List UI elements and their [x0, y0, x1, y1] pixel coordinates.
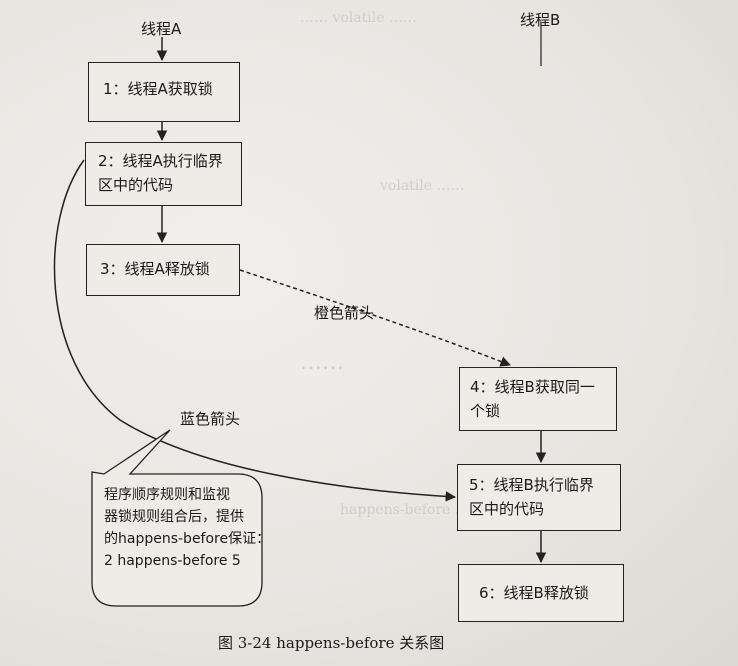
step-5-box: 5：线程B执行临界 区中的代码 [457, 464, 621, 531]
blue-arrow-label: 蓝色箭头 [180, 410, 241, 428]
step-1-box: 1：线程A获取锁 [88, 62, 240, 122]
orange-arrow-label: 橙色箭头 [314, 304, 375, 322]
callout-line1: 程序顺序规则和监视 [104, 487, 230, 503]
bleed-through-text: volatile …… [380, 178, 465, 194]
step-4-line1: 4：线程B获取同一 [470, 378, 595, 396]
blue-arrow-2-to-5 [53, 159, 457, 502]
step-3-text: 3：线程A释放锁 [100, 260, 210, 278]
step-5-line1: 5：线程B执行临界 [469, 476, 594, 494]
thread-a-label: 线程A [141, 20, 182, 38]
callout-text: 程序顺序规则和监视 器锁规则组合后，提供 的happens-before保证： … [104, 484, 270, 572]
bleed-through-text: …… volatile …… [300, 10, 417, 26]
step-6-text: 6：线程B释放锁 [479, 584, 589, 602]
step-5-line2: 区中的代码 [469, 500, 545, 518]
step-3-box: 3：线程A释放锁 [86, 244, 240, 296]
step-4-line2: 个锁 [470, 402, 501, 420]
step-2-box: 2：线程A执行临界 区中的代码 [85, 142, 242, 206]
callout-line4: 2 happens-before 5 [104, 553, 241, 569]
callout-bubble [91, 429, 263, 607]
bleed-through-text: …… [300, 350, 344, 375]
thread-b-label: 线程B [520, 11, 561, 29]
orange-arrow-3-to-4 [239, 269, 511, 367]
step-4-box: 4：线程B获取同一 个锁 [459, 367, 617, 431]
step-6-box: 6：线程B释放锁 [458, 564, 624, 622]
step-1-text: 1：线程A获取锁 [103, 80, 213, 98]
figure-caption: 图 3-24 happens-before 关系图 [218, 634, 445, 652]
callout-line2: 器锁规则组合后，提供 [104, 509, 244, 525]
step-2-line1: 2：线程A执行临界 [98, 152, 223, 170]
step-2-line2: 区中的代码 [98, 176, 174, 194]
bleed-through-text: happens-before …… [340, 502, 483, 518]
callout-line3: 的happens-before保证： [104, 531, 271, 547]
